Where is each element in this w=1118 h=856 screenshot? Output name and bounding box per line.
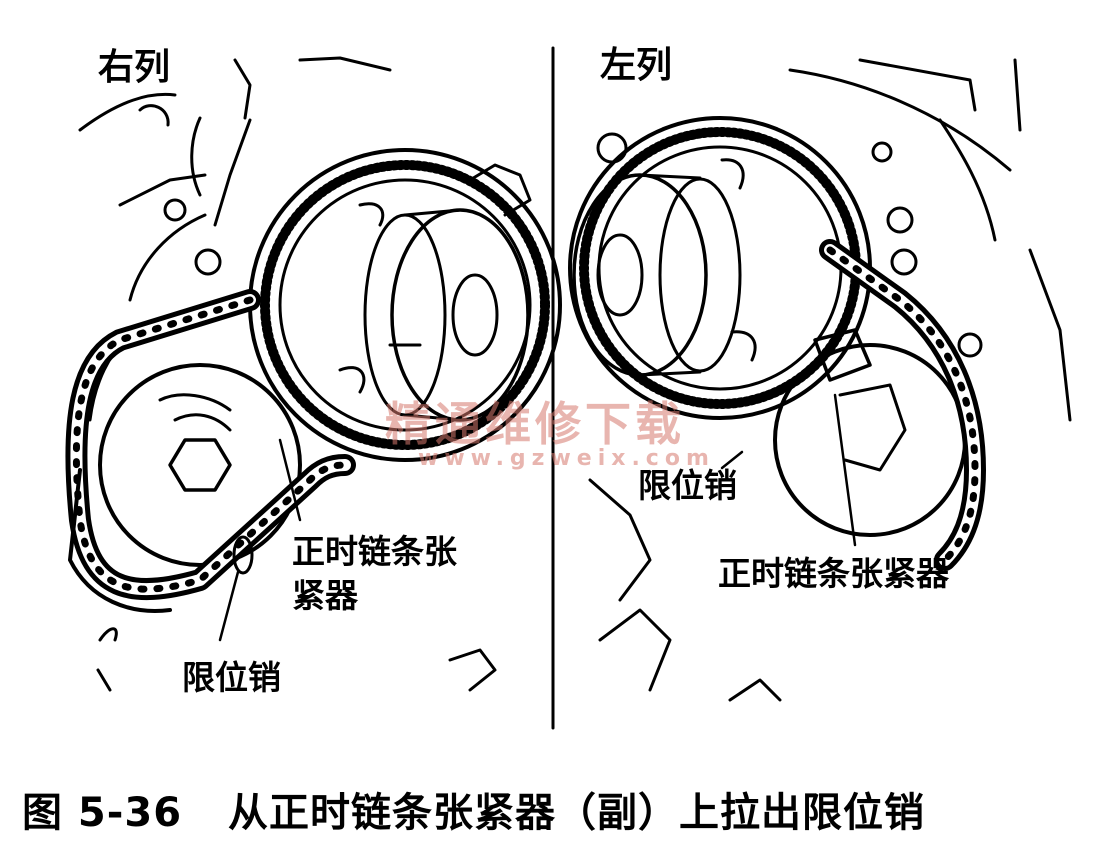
- tensioner-leader: [278, 438, 302, 522]
- pin-label-left: 限位销: [182, 658, 281, 697]
- watermark-url: www.gzweix.com: [418, 446, 715, 471]
- pin-label-right: 限位销: [638, 466, 737, 505]
- left-bank-drawing: [568, 58, 1072, 702]
- pin-leader: [218, 570, 240, 642]
- right-bank-drawing: [65, 56, 562, 692]
- chain-tensioner: [68, 468, 172, 613]
- figure-number: 图 5-36: [22, 790, 183, 836]
- watermark-text: 精通维修下载: [385, 397, 685, 451]
- timing-chain-diagram: [65, 46, 1072, 730]
- camshaft-hub: [572, 173, 708, 377]
- right-bank-title: 右列: [98, 47, 171, 88]
- tensioner-label-right: 正时链条张紧器: [718, 554, 949, 593]
- pin-leader: [720, 450, 744, 470]
- stopper-pin: [232, 535, 254, 575]
- idler-sprocket: [773, 343, 967, 537]
- left-bank-title: 左列: [600, 45, 673, 86]
- engine-outline: [78, 92, 177, 132]
- tensioner-leader: [833, 393, 857, 547]
- camshaft-sprocket: [568, 116, 872, 420]
- engine-outline: [788, 68, 1012, 172]
- idler-sprocket: [98, 363, 302, 567]
- figure-caption: 图 5-36 从正时链条张紧器（副）上拉出限位销: [22, 780, 925, 838]
- figure-caption-text: 从正时链条张紧器（副）上拉出限位销: [228, 790, 926, 836]
- chain-tensioner: [813, 328, 872, 382]
- tensioner-label-line2: 紧器: [292, 576, 358, 615]
- bolt-head: [168, 438, 232, 492]
- tensioner-label-line1: 正时链条张: [292, 532, 457, 571]
